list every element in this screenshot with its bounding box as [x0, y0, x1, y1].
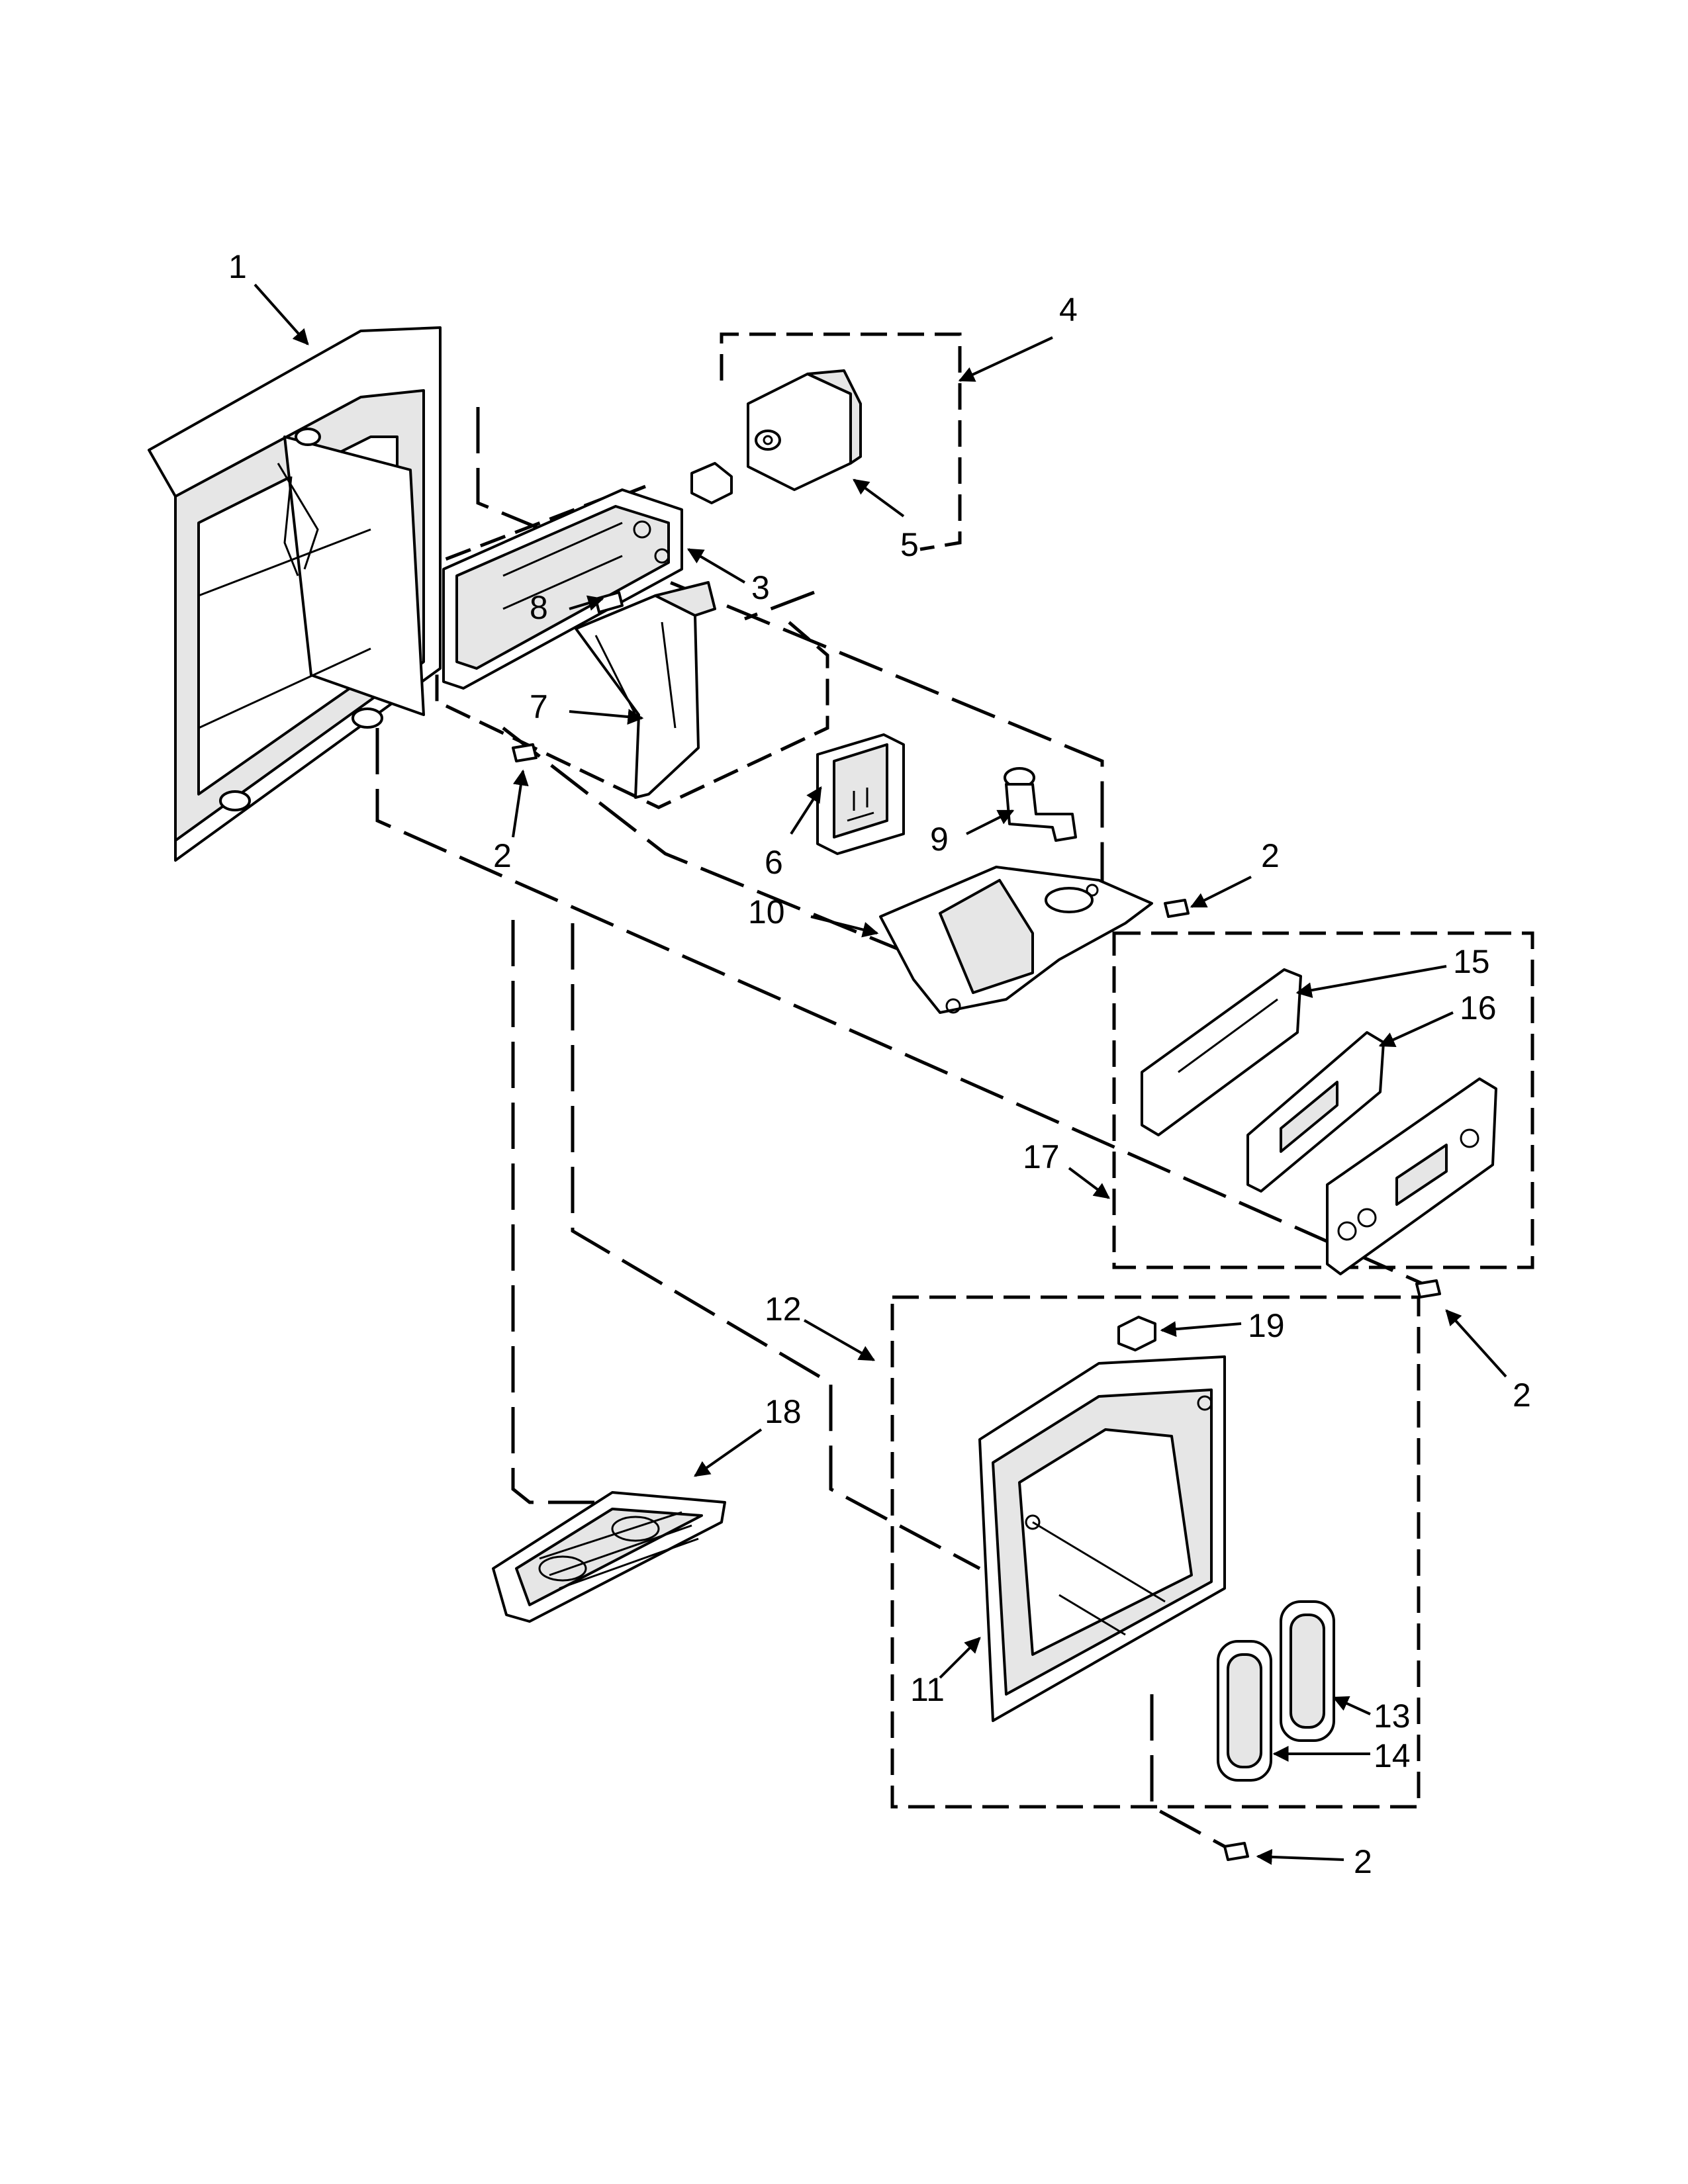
callout-5: 5	[900, 526, 919, 563]
callout-4: 4	[1059, 291, 1078, 328]
callout-17: 17	[1023, 1138, 1060, 1175]
callout-10: 10	[748, 893, 785, 931]
callout-8: 8	[530, 589, 548, 626]
group-box-12	[890, 1295, 1421, 1809]
part-1-dispenser-housing	[148, 326, 442, 862]
callout-15: 15	[1453, 943, 1490, 980]
callout-18: 18	[765, 1393, 802, 1430]
callout-16: 16	[1460, 989, 1497, 1026]
callout-2-b: 2	[1261, 837, 1280, 874]
part-15-bracket	[1141, 968, 1302, 1136]
callout-9: 9	[930, 821, 949, 858]
part-2-screw-c	[1415, 1279, 1441, 1298]
part-16-control-board	[1246, 1031, 1385, 1193]
callout-13: 13	[1374, 1698, 1411, 1735]
part-14-paddle	[1217, 1640, 1272, 1782]
part-13-paddle	[1280, 1600, 1335, 1742]
part-19-sensor	[1117, 1316, 1156, 1351]
part-11-dispenser-bezel	[978, 1355, 1226, 1722]
part-2-screw-a	[512, 743, 538, 762]
callout-2-c: 2	[1513, 1377, 1531, 1414]
callout-19: 19	[1248, 1307, 1285, 1344]
callout-6: 6	[765, 844, 783, 881]
part-2-screw-b	[1164, 899, 1190, 918]
callout-14: 14	[1374, 1737, 1411, 1774]
group-box-3	[435, 494, 829, 809]
part-18-drip-tray	[492, 1491, 726, 1623]
part-7-actuator	[575, 581, 716, 799]
part-10-ice-chute	[879, 866, 1153, 1014]
callout-11: 11	[910, 1671, 945, 1708]
part-3-mounting-plate	[442, 488, 683, 690]
callout-2-d: 2	[1354, 1843, 1372, 1880]
part-6-switch	[816, 733, 905, 855]
group-box-17	[1112, 931, 1534, 1269]
part-5-coupler	[690, 462, 733, 504]
callout-1: 1	[228, 248, 247, 285]
part-17-user-interface-board	[1326, 1077, 1497, 1275]
group-box-4	[720, 332, 962, 551]
part-2-screw-d	[1223, 1842, 1249, 1861]
callout-2-a: 2	[493, 837, 512, 874]
part-4-motor-assembly	[747, 369, 862, 491]
leader-arrows	[254, 283, 1507, 1865]
callout-labels: 1 4 5 3 8 7 6 9 2 2 10 15 16 17 12 19 2 …	[228, 248, 1531, 1880]
callout-3: 3	[751, 569, 770, 606]
part-9-water-fitting	[1004, 767, 1077, 842]
callout-7: 7	[530, 688, 548, 725]
callout-12: 12	[765, 1291, 802, 1328]
